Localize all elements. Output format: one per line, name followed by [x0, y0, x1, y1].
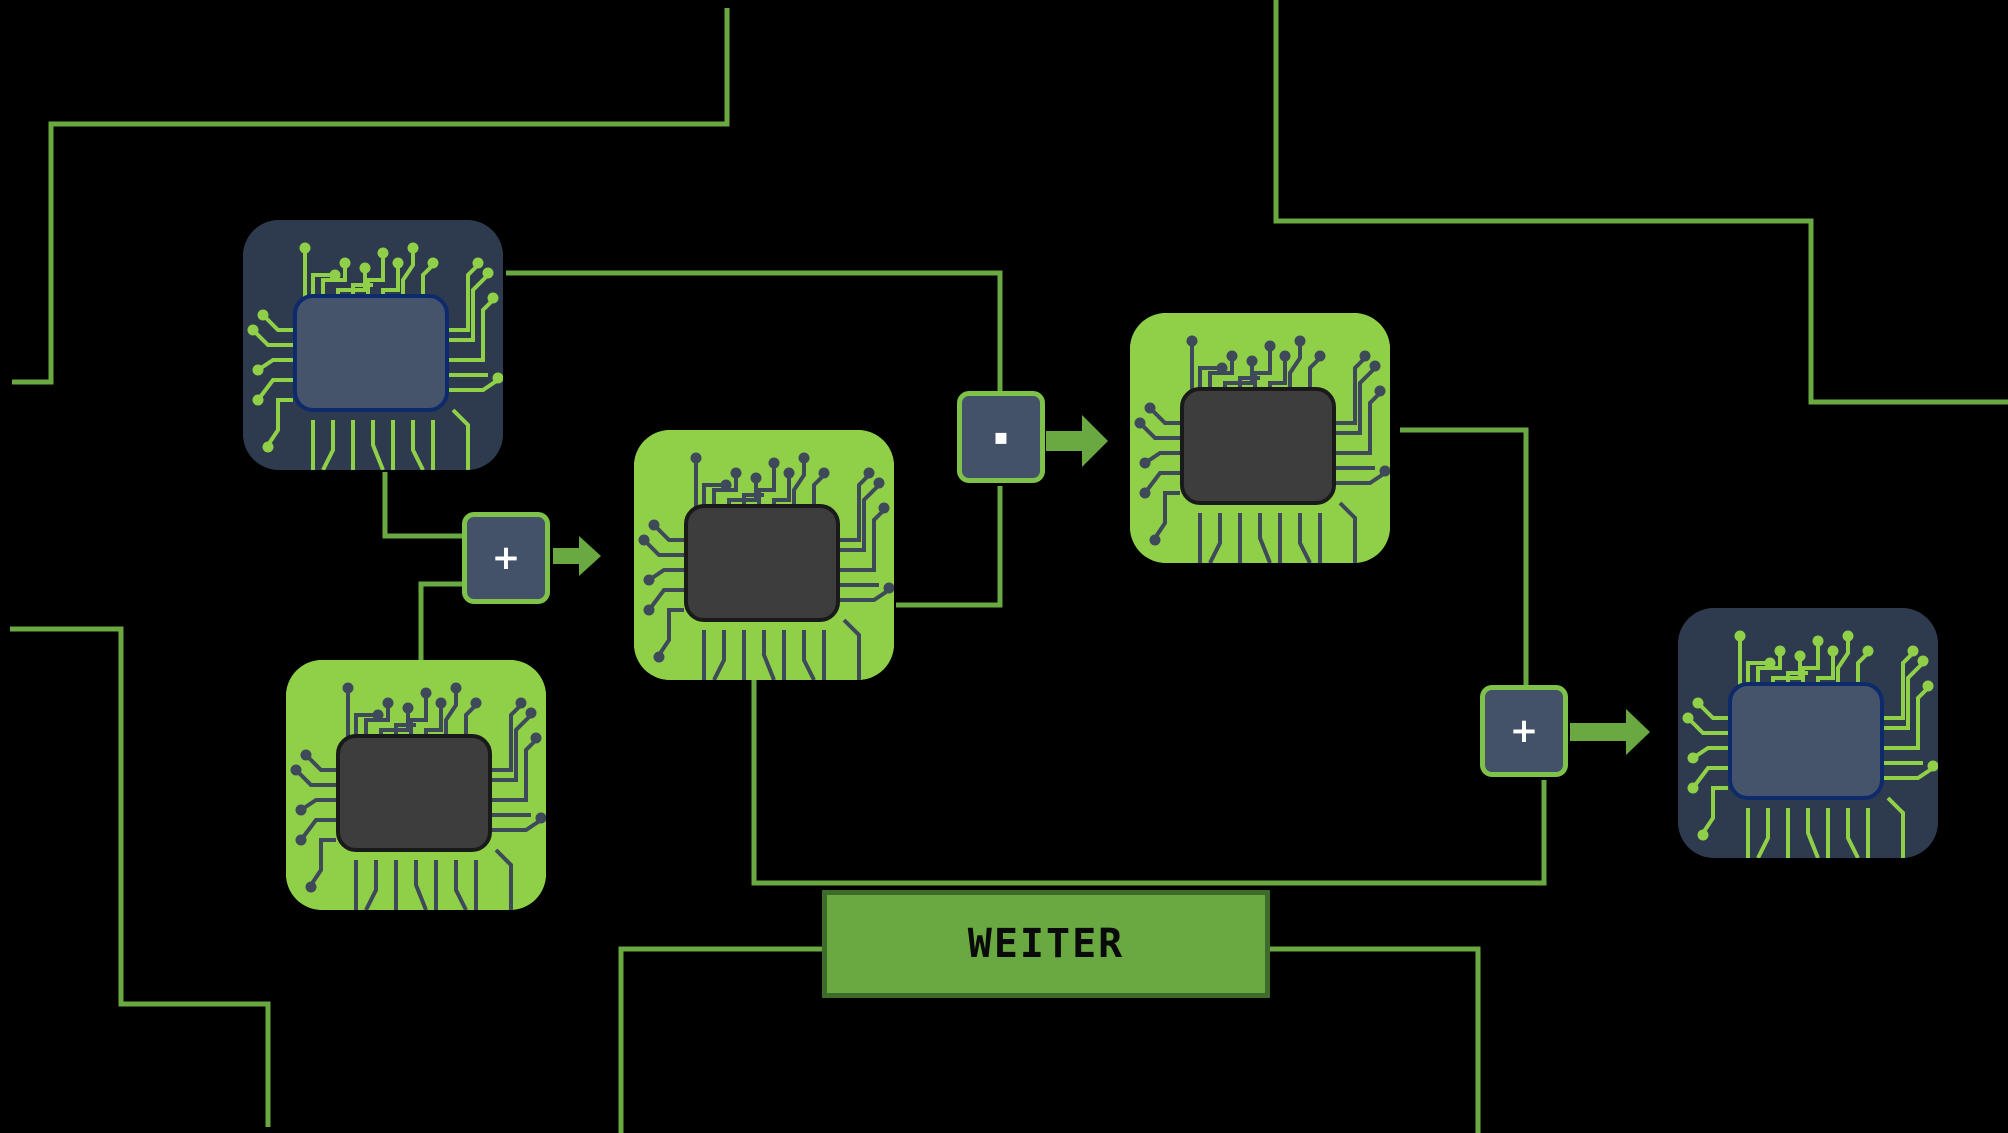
wire-bottom-right	[1270, 946, 1481, 1133]
wire-c-to-plus1	[418, 581, 462, 660]
arrow-right-icon	[553, 536, 601, 576]
plus-operator-2[interactable]: +	[1480, 685, 1568, 777]
plus-operator-1[interactable]: +	[462, 512, 550, 604]
chip-c[interactable]	[286, 660, 546, 910]
chip-b[interactable]	[634, 430, 894, 680]
chip-d[interactable]	[1130, 313, 1390, 563]
wire-a-to-plus1	[382, 472, 462, 539]
dot-operator[interactable]: ▪	[957, 391, 1045, 483]
arrow-right-icon	[1570, 709, 1650, 755]
wire-d-to-plus2	[1400, 427, 1529, 686]
wire-b-to-dot	[896, 486, 1003, 608]
wire-b-to-plus2	[751, 680, 1547, 886]
wire-a-to-dot	[506, 270, 1003, 392]
weiter-button[interactable]: WEITER	[822, 890, 1270, 998]
wire-bottom-left	[10, 626, 271, 1127]
arrow-right-icon	[1046, 415, 1108, 467]
wire-bottom-center	[618, 946, 822, 1133]
wire-top-right	[1273, 0, 2008, 405]
chip-a[interactable]	[243, 220, 503, 470]
chip-e[interactable]	[1678, 608, 1938, 858]
wire-top-left	[12, 8, 730, 385]
